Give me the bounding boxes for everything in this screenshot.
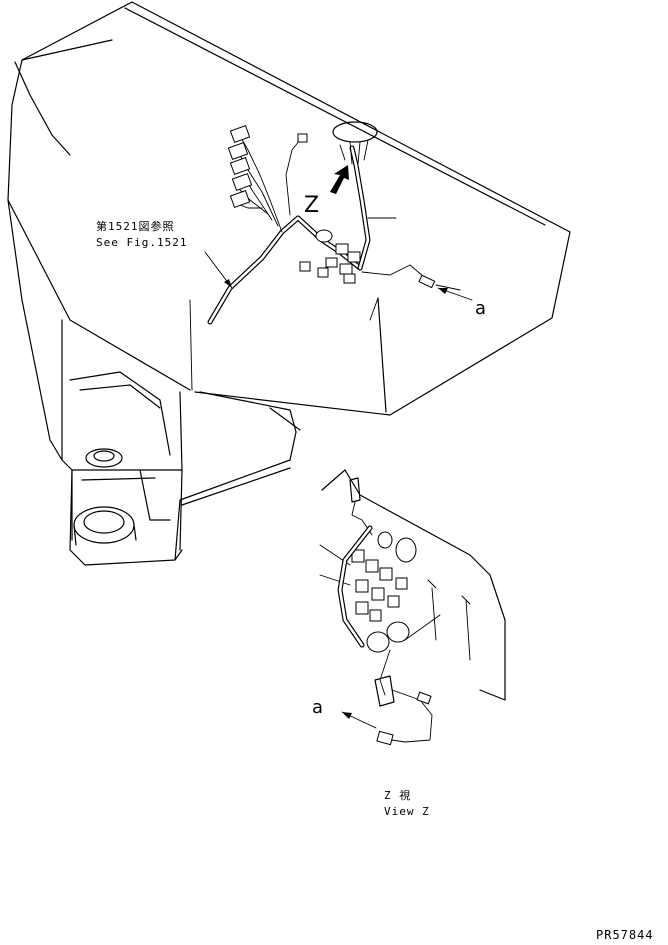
panel-opening: [332, 121, 378, 165]
connector-group-center: [299, 229, 436, 289]
connector-group-top: [227, 124, 308, 209]
reference-label-en: See Fig.1521: [96, 236, 188, 249]
view-letter-label: Z: [304, 193, 320, 218]
view-caption-en: View Z: [384, 805, 430, 818]
drawing-number: PR57844: [596, 928, 654, 942]
machine-body: [7, 1, 571, 566]
arrow-a-top: [437, 287, 473, 301]
view-arrow: [330, 165, 349, 194]
view-caption-ja: Z 視: [384, 789, 412, 802]
point-a-top-label: a: [475, 298, 487, 319]
point-a-bottom-label: a: [312, 697, 324, 718]
detail-view-z: [319, 469, 506, 746]
reference-label-ja: 第1521図参照: [96, 220, 175, 233]
